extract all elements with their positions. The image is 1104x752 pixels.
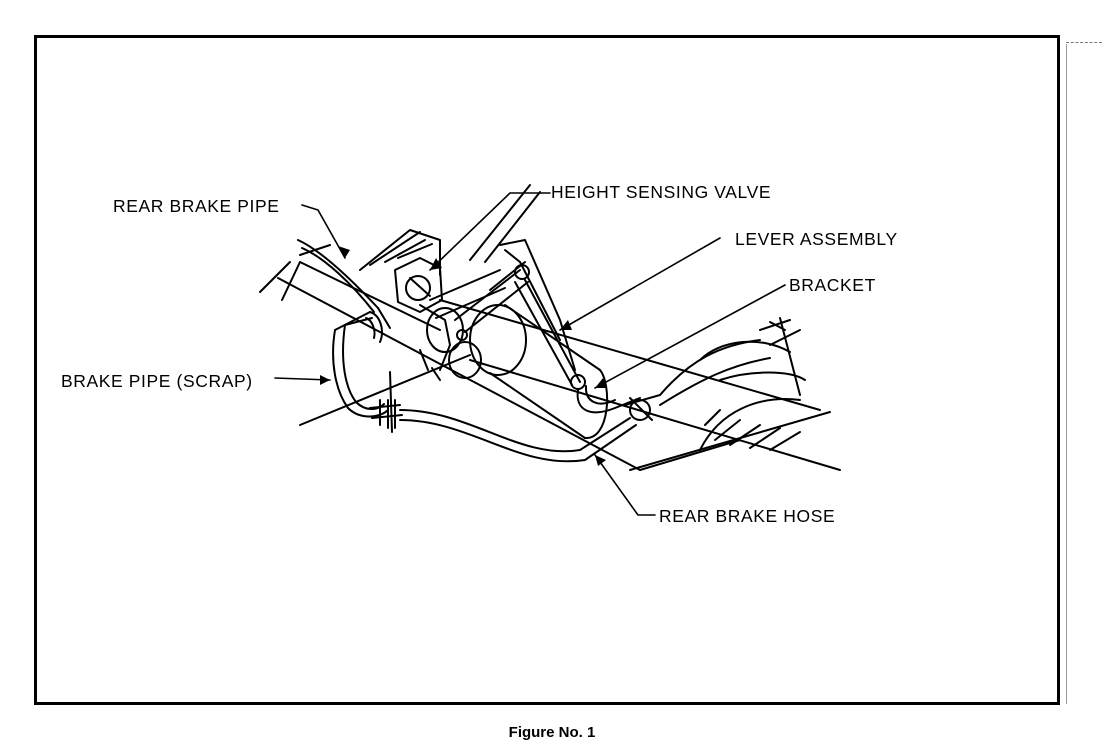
label-brake-pipe-scrap: BRAKE PIPE (SCRAP) [61,371,253,391]
figure-frame [34,35,1060,705]
arrowheads [320,246,607,466]
label-bracket: BRACKET [789,275,876,295]
frame-rail [359,184,576,371]
height-sensing-valve [394,257,506,379]
axle-housing [259,244,841,471]
pipe-fitting [369,349,441,433]
figure-caption: Figure No. 1 [508,724,596,741]
scan-edge-line [1066,44,1067,704]
bracket [576,385,641,414]
lever-assembly [454,264,586,390]
rear-brake-hose [399,319,806,463]
label-lever-assembly: LEVER ASSEMBLY [735,229,898,249]
wheel-area [699,317,801,451]
label-height-sensing-valve: HEIGHT SENSING VALVE [551,182,772,202]
label-rear-brake-pipe: REAR BRAKE PIPE [113,196,280,216]
scan-edge-mark [1066,42,1102,43]
leader-lines [274,192,786,516]
rear-brake-pipe [297,239,391,329]
label-rear-brake-hose: REAR BRAKE HOSE [659,506,836,526]
